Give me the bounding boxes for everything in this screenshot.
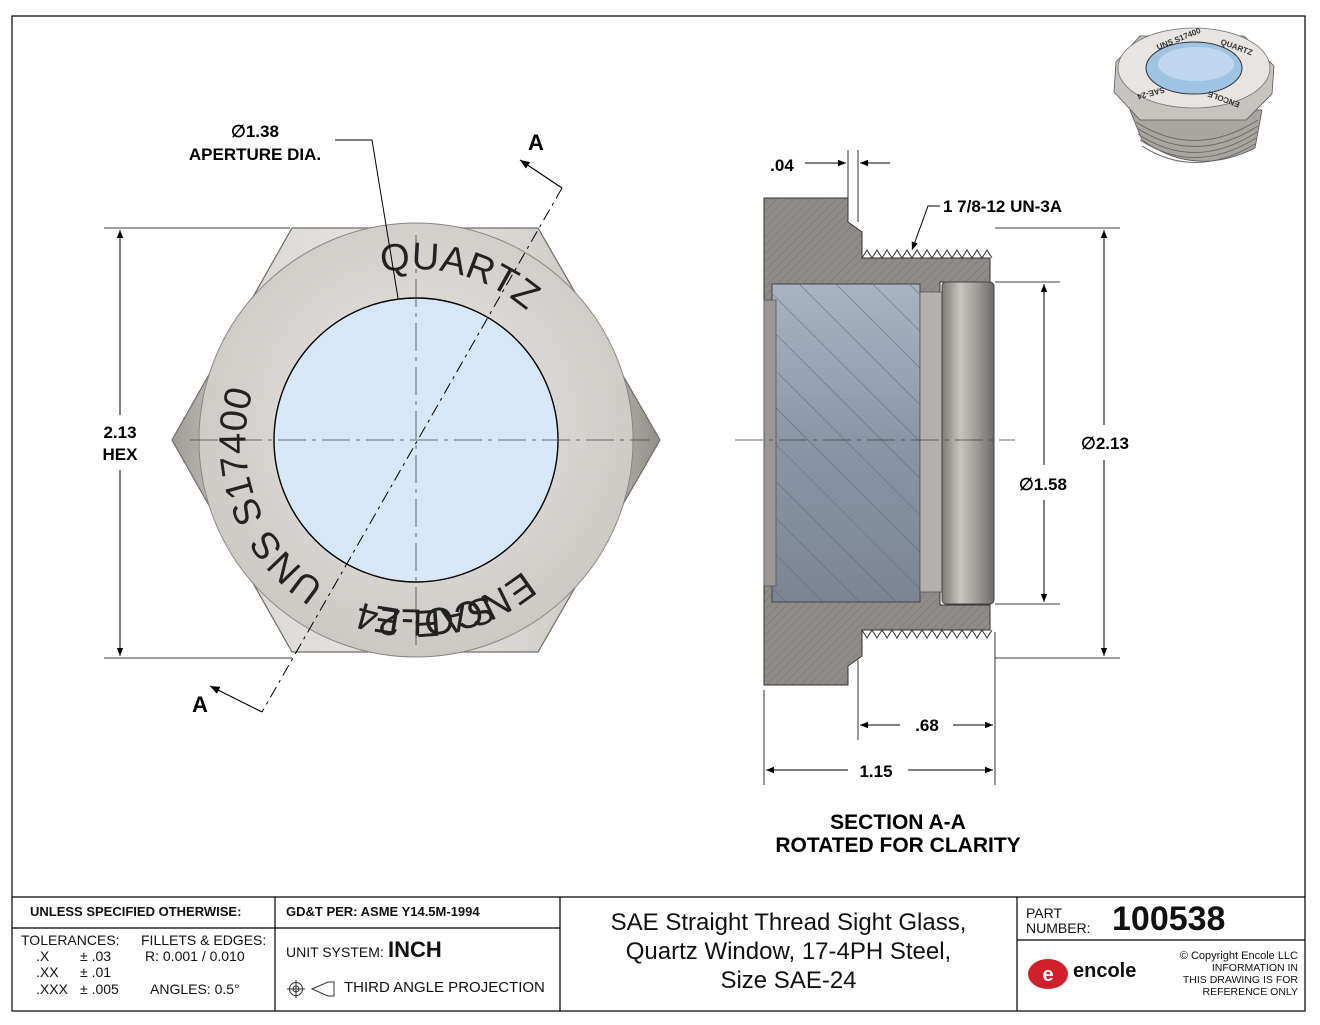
aperture-leader (335, 139, 399, 299)
tol-x-val: ± .03 (80, 948, 112, 964)
thread-leader (911, 205, 940, 251)
third-angle-symbol (287, 980, 335, 998)
tol-xxx-val: ± .005 (80, 981, 119, 997)
sheet-border (11, 15, 1306, 1012)
iso-thread-lines (1135, 119, 1259, 163)
tolerances-label: TOLERANCES: (21, 932, 120, 948)
iso-view: UNS S17400 QUARTZ ENCOLE SAE-24 (1113, 26, 1275, 163)
projection: THIRD ANGLE PROJECTION (344, 979, 545, 996)
unit-value: INCH (388, 937, 442, 962)
front-view: UNS S17400 QUARTZ ENCOLE SAE-24 A A ∅1.3… (103, 122, 661, 717)
aperture-dim: ∅1.38 (231, 122, 279, 141)
thread-top (861, 249, 993, 259)
unless-specified: UNLESS SPECIFIED OTHERWISE: (30, 904, 242, 919)
part-number: 100538 (1112, 900, 1226, 938)
copyright-3: THIS DRAWING IS FOR (1182, 974, 1298, 986)
fillets-val: R: 0.001 / 0.010 (145, 948, 245, 964)
description-line-3: Size SAE-24 (720, 967, 857, 994)
section-glass-hatch (772, 284, 920, 602)
wall-dim: .04 (770, 156, 794, 175)
svg-text:e: e (1042, 964, 1053, 986)
section-mark-top: A (528, 130, 544, 155)
overall-len: 1.15 (859, 762, 892, 781)
copyright-1: © Copyright Encole LLC (1179, 950, 1298, 962)
tol-xxx: .XXX (36, 981, 68, 997)
glass-seat (763, 299, 777, 587)
unit-label: UNIT SYSTEM: (286, 944, 384, 960)
copyright-4: REFERENCE ONLY (1202, 986, 1299, 998)
thread-len: .68 (915, 716, 939, 735)
tol-xx: .XX (36, 964, 59, 980)
iso-glass-highlight (1158, 47, 1234, 81)
bore-dia: ∅1.58 (1019, 475, 1067, 494)
description-line-2: Quartz Window, 17-4PH Steel, (625, 938, 952, 965)
tol-xx-val: ± .01 (80, 964, 112, 980)
aperture-label: APERTURE DIA. (189, 145, 321, 164)
hex-dim: 2.13 (103, 423, 136, 442)
section-subtitle: ROTATED FOR CLARITY (775, 834, 1020, 857)
section-line (261, 187, 563, 713)
section-view: .04 1 7/8-12 UN-3A ∅2.13 ∅1.58 .68 1.15 … (735, 150, 1129, 857)
hex-label: HEX (103, 445, 139, 464)
brand-logo: e (1028, 959, 1068, 989)
section-mark-bottom: A (192, 692, 208, 717)
title-block-grid (12, 896, 1305, 1011)
angles: ANGLES: 0.5° (150, 981, 240, 997)
section-arrow-top (519, 159, 563, 189)
description-line-1: SAE Straight Thread Sight Glass, (610, 909, 967, 936)
gasket (919, 291, 943, 593)
part-label-2: NUMBER: (1026, 920, 1091, 936)
section-title: SECTION A-A (830, 811, 966, 834)
gdt-standard: GD&T PER: ASME Y14.5M-1994 (286, 904, 480, 919)
thread-bottom (861, 629, 993, 639)
iso-thread (1129, 109, 1263, 162)
section-arrow-bottom (209, 685, 263, 713)
retaining-ring (941, 281, 995, 605)
copyright-2: INFORMATION IN (1211, 962, 1298, 974)
part-label-1: PART (1026, 905, 1063, 921)
tol-x: .X (36, 948, 50, 964)
thread-callout: 1 7/8-12 UN-3A (943, 197, 1062, 216)
fillets-label: FILLETS & EDGES: (141, 932, 267, 948)
outer-dia: ∅2.13 (1081, 434, 1129, 453)
brand-name: encole (1073, 960, 1137, 982)
